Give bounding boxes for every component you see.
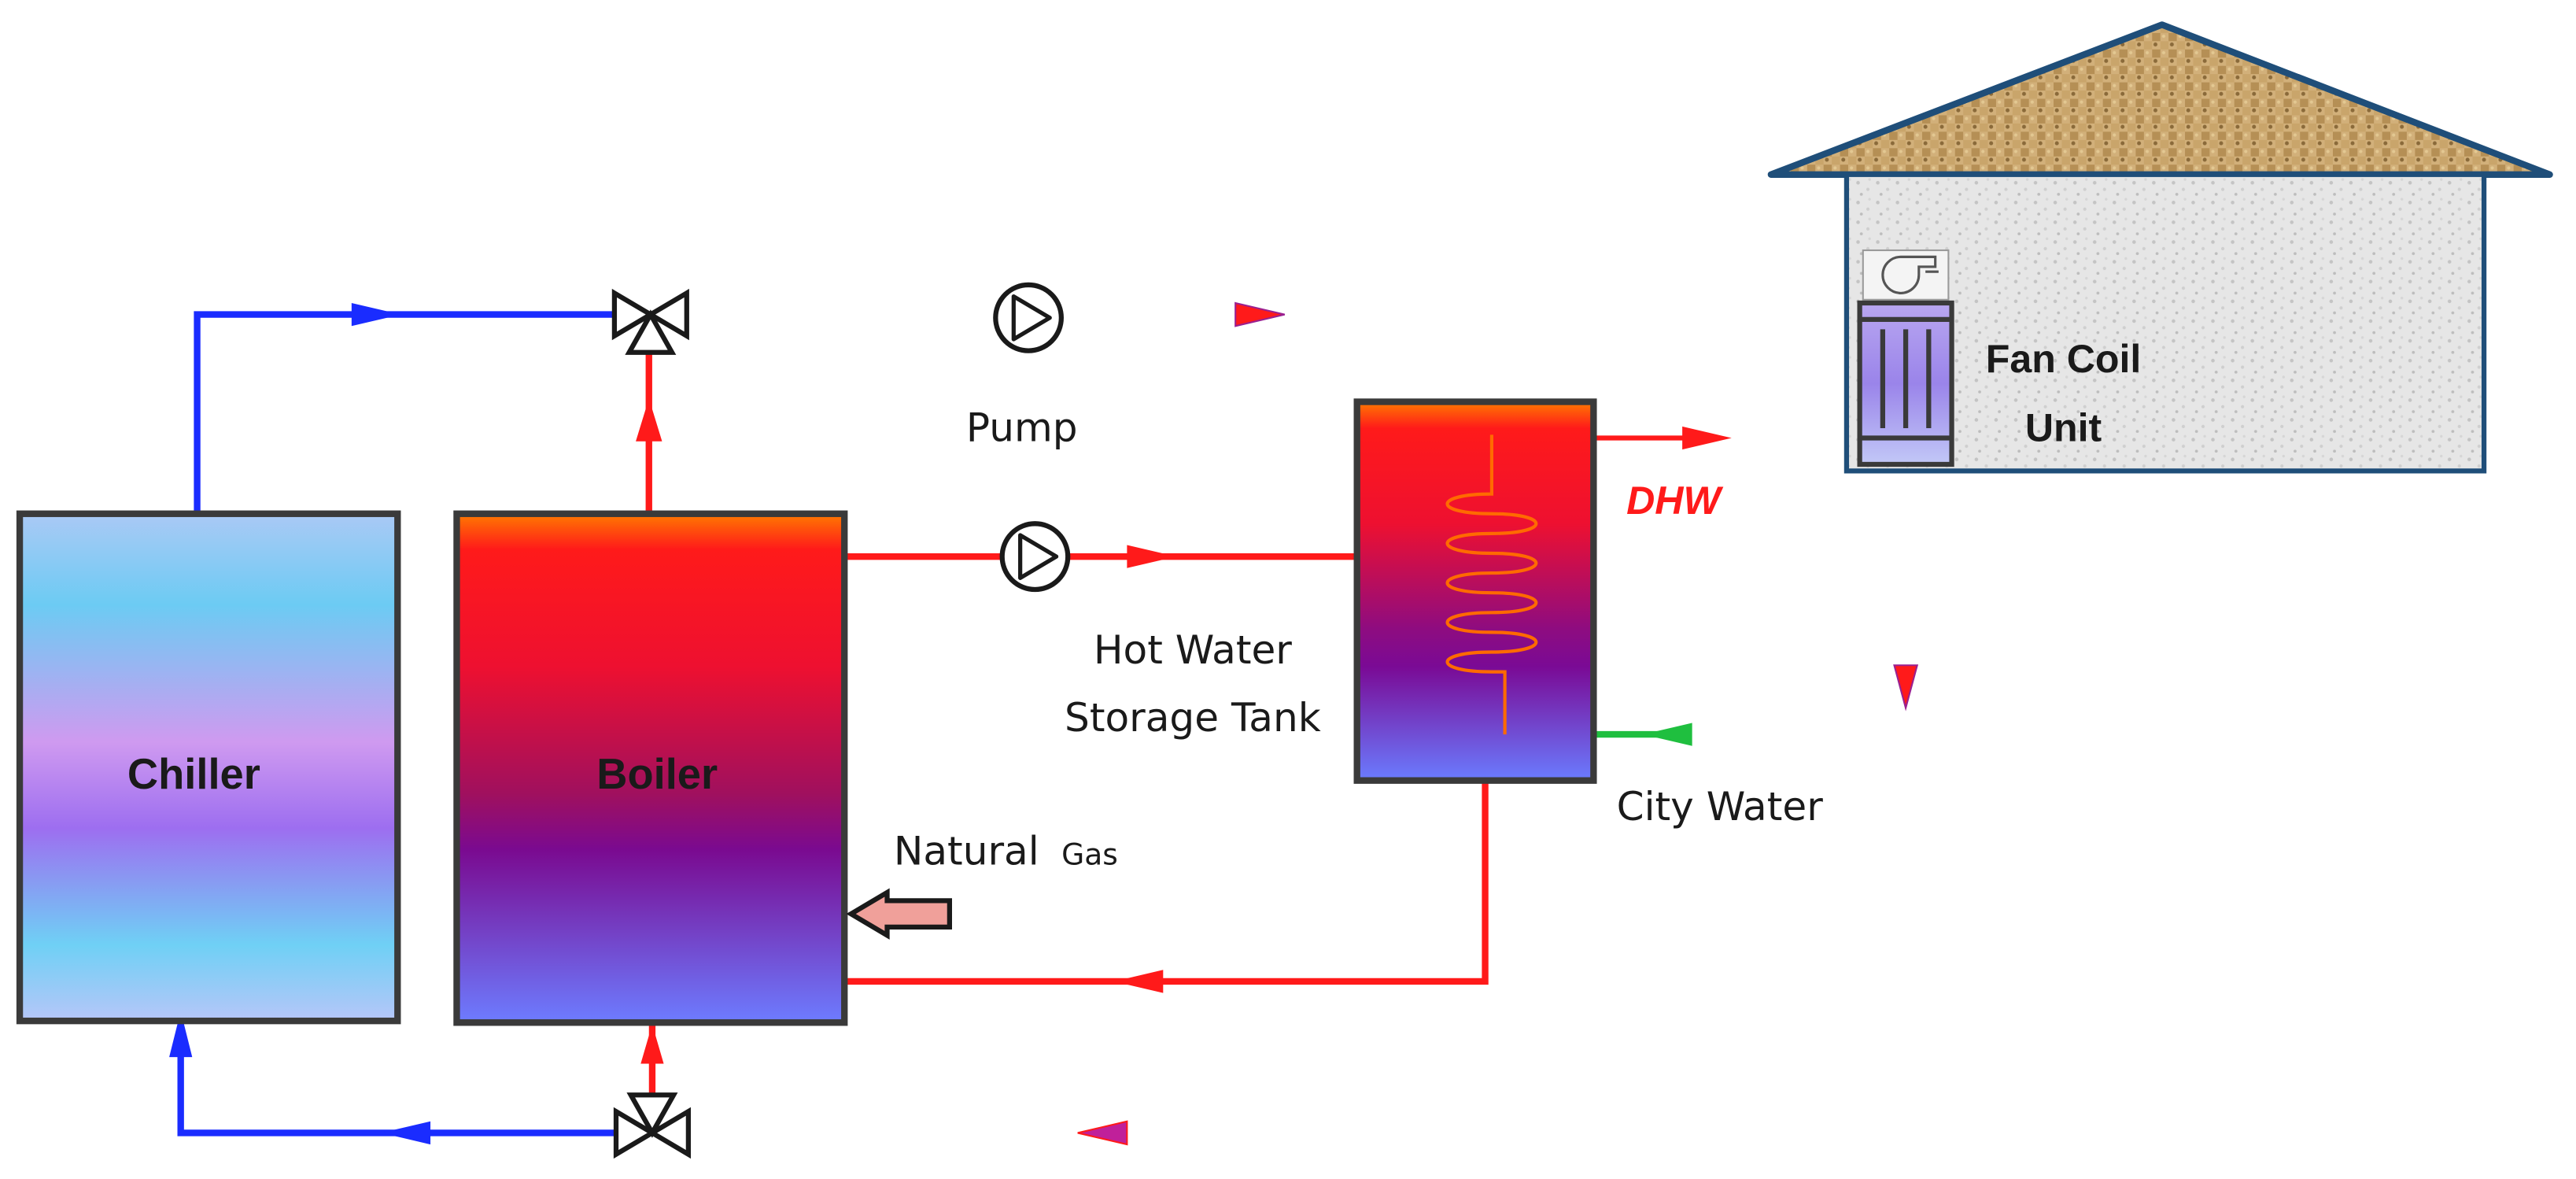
- fan-icon: [1862, 249, 1950, 301]
- chilled-return-pipe: [177, 1024, 622, 1136]
- house-roof: [1767, 21, 2553, 178]
- gas-label: Gas: [1061, 837, 1118, 871]
- chiller-box: [16, 510, 401, 1025]
- pump-icon-supply: [993, 282, 1064, 353]
- arrow-red-down: [1893, 664, 1919, 711]
- three-way-valve-top-icon: [611, 288, 689, 355]
- arrow-boiler-up: [640, 1024, 664, 1064]
- storage-tank-label-line2: Storage Tank: [1065, 694, 1321, 741]
- flow-arrows: [169, 301, 1919, 1146]
- natural-gas-label: Natural Gas: [894, 827, 1118, 874]
- chiller-label: Chiller: [127, 750, 260, 798]
- dhw-label: DHW: [1626, 479, 1723, 523]
- city-water-label: City Water: [1617, 783, 1824, 830]
- arrow-city-water: [1643, 723, 1692, 746]
- arrow-red-up: [636, 398, 662, 442]
- fan-coil-unit-icon: [1857, 300, 1954, 468]
- storage-tank-box: [1353, 398, 1597, 784]
- chilled-supply-pipe: [194, 311, 622, 514]
- fan-coil-label-line2: Unit: [2025, 406, 2102, 450]
- arrow-dhw: [1682, 426, 1732, 450]
- arrow-blue-left: [381, 1121, 431, 1145]
- boiler-label: Boiler: [596, 750, 718, 798]
- arrow-red-right-tank: [1127, 545, 1177, 568]
- pump-icon-tank: [999, 521, 1071, 593]
- pump-label: Pump: [966, 405, 1078, 451]
- fan-coil-label-line1: Fan Coil: [1986, 337, 2142, 381]
- arrow-red-left: [1113, 970, 1164, 993]
- natural-gas-arrow-icon: [846, 888, 953, 940]
- arrow-return-left: [1077, 1120, 1128, 1146]
- arrow-blue-up: [169, 1011, 193, 1058]
- tank-return-pipe: [844, 780, 1489, 985]
- heating-coil-icon: [1445, 434, 1538, 735]
- arrow-blue-right: [351, 302, 401, 327]
- boiler-box: [453, 510, 848, 1026]
- arrow-red-right: [1234, 301, 1286, 327]
- storage-tank-label-line1: Hot Water: [1094, 626, 1292, 673]
- three-way-valve-bottom-icon: [613, 1092, 692, 1159]
- natural-label: Natural: [894, 827, 1039, 874]
